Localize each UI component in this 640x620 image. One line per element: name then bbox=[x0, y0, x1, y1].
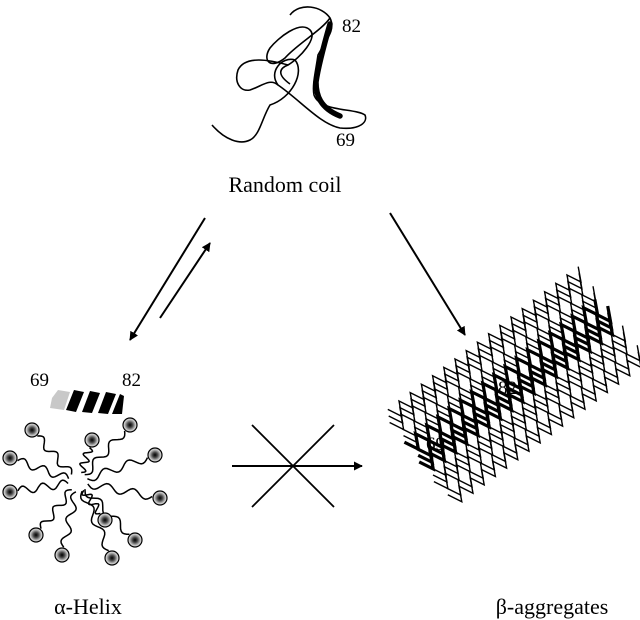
lipid-head bbox=[24, 422, 40, 438]
helix-label-69: 69 bbox=[30, 370, 49, 391]
lipid-head bbox=[2, 484, 18, 500]
random-coil-label-82: 82 bbox=[342, 16, 361, 37]
alpha-helix-micelle: 69 82 α-Helix bbox=[2, 370, 168, 619]
lipid-head bbox=[28, 527, 44, 543]
lipid-tail bbox=[81, 489, 101, 515]
lipid-tail bbox=[87, 482, 153, 500]
beta-aggregates-caption: β-aggregates bbox=[496, 594, 609, 619]
lipid-head bbox=[104, 550, 120, 566]
lipid-tail bbox=[17, 479, 69, 494]
arrow-helix-to-coil bbox=[159, 242, 211, 319]
micelle-lipid-heads bbox=[2, 417, 168, 566]
lipid-tail bbox=[79, 490, 110, 552]
lipid-tail bbox=[39, 489, 72, 529]
lipid-head bbox=[152, 490, 168, 506]
random-coil-label-69: 69 bbox=[336, 130, 355, 151]
beta-strands bbox=[387, 266, 640, 503]
helix-label-82: 82 bbox=[122, 370, 141, 391]
random-coil-drawing: 82 69 Random coil bbox=[211, 6, 367, 197]
arrow-coil-to-helix bbox=[129, 217, 206, 341]
lipid-tail bbox=[87, 457, 149, 482]
beta-label-82: 82 bbox=[498, 378, 517, 399]
beta-label-69: 69 bbox=[426, 434, 445, 455]
lipid-tail bbox=[79, 447, 94, 474]
lipid-head bbox=[127, 532, 143, 548]
micelle-lipid-tails bbox=[17, 430, 153, 552]
arrow-coil-to-beta bbox=[389, 212, 466, 336]
beta-aggregates-drawing: 82 69 β-aggregates bbox=[387, 266, 640, 619]
lipid-tail bbox=[37, 435, 73, 475]
equilibrium-arrows bbox=[129, 217, 211, 341]
random-coil-caption: Random coil bbox=[228, 172, 341, 197]
lipid-tail bbox=[17, 457, 70, 479]
beta-strand bbox=[447, 351, 640, 503]
blocked-transition bbox=[232, 424, 363, 508]
random-coil-segment-69-82 bbox=[313, 21, 343, 119]
lipid-head bbox=[147, 447, 163, 463]
lipid-head bbox=[2, 450, 18, 466]
alpha-helix-caption: α-Helix bbox=[54, 594, 122, 619]
helix-segment bbox=[50, 390, 124, 414]
lipid-head bbox=[84, 432, 100, 448]
lipid-head bbox=[97, 512, 113, 528]
cross-mark-line-2 bbox=[251, 424, 335, 508]
lipid-head bbox=[54, 547, 70, 563]
lipid-head bbox=[122, 417, 138, 433]
lipid-tail bbox=[60, 491, 77, 548]
lipid-tail bbox=[84, 430, 126, 476]
